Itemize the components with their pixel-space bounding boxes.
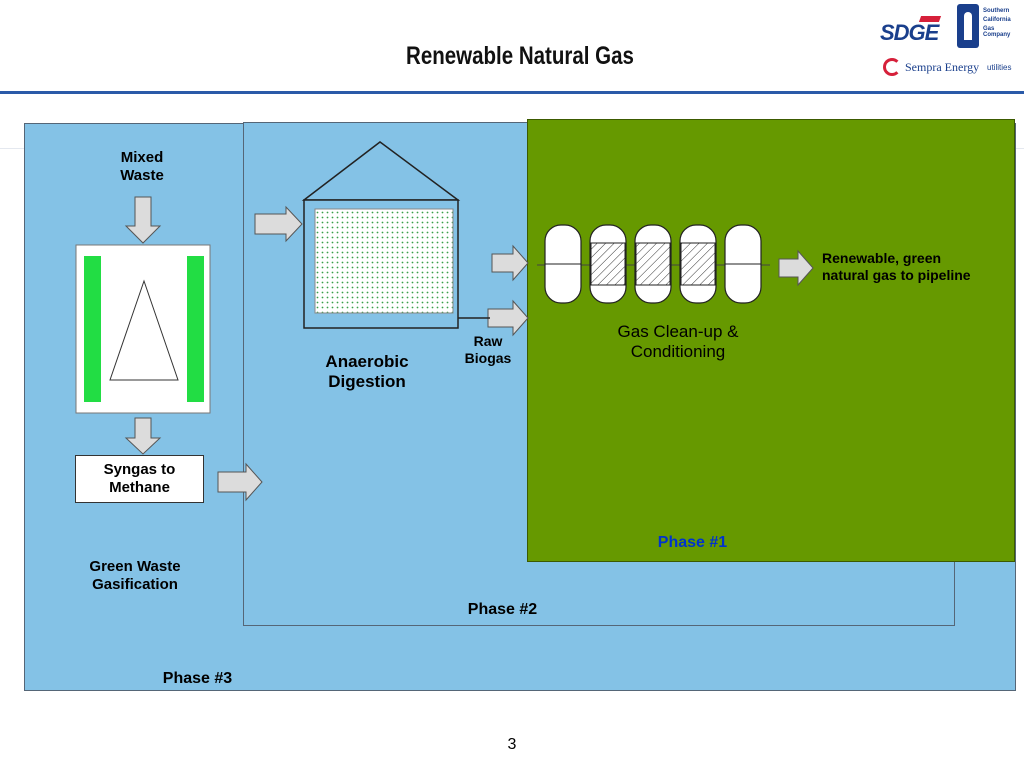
phase-1-label: Phase #1 xyxy=(657,534,728,551)
cleanup-label: Gas Clean-up & Conditioning xyxy=(583,322,773,362)
header-rule xyxy=(0,91,1024,94)
arrow-into-digester xyxy=(254,205,303,243)
gasifier-right-bar xyxy=(187,256,204,402)
digester-vessel xyxy=(301,141,461,329)
cleanup-vessels xyxy=(537,224,770,304)
cleanup-line-1: Gas Clean-up & xyxy=(617,322,739,341)
cleanup-line-2: Conditioning xyxy=(630,342,726,362)
raw-biogas-line-2: Biogas xyxy=(464,349,512,366)
syngas-box: Syngas to Methane xyxy=(75,455,204,503)
socal-line-3: Gas Company xyxy=(983,26,1011,38)
mixed-waste-line-2: Waste xyxy=(120,166,164,184)
socal-flame-inner xyxy=(964,12,972,40)
arrow-mixed-waste-down xyxy=(124,196,162,244)
syngas-line-1: Syngas to xyxy=(103,461,176,478)
sdge-logo: SDGE xyxy=(878,14,942,48)
green-waste-line-2: Gasification xyxy=(92,575,178,593)
raw-biogas-label: Raw Biogas xyxy=(452,333,524,366)
phase-1-panel xyxy=(527,119,1015,562)
pipeline-output-label: Renewable, green natural gas to pipeline xyxy=(822,250,1012,283)
cleanup-vessel-1 xyxy=(544,224,582,304)
arrow-gasifier-to-syngas xyxy=(124,417,162,455)
sdge-logo-text: SDGE xyxy=(880,20,939,45)
cleanup-vessel-3 xyxy=(634,224,672,304)
raw-biogas-line-1: Raw xyxy=(473,333,503,349)
cleanup-vessel-2 xyxy=(589,224,627,304)
anaerobic-line-1: Anaerobic xyxy=(325,352,409,371)
sempra-logo: Sempra Energy utilities xyxy=(883,56,1023,82)
syngas-line-2: Methane xyxy=(109,478,170,496)
mixed-waste-line-1: Mixed xyxy=(120,149,164,166)
mixed-waste-label: Mixed Waste xyxy=(92,149,192,184)
page-number: 3 xyxy=(507,736,517,753)
cleanup-vessel-4 xyxy=(679,224,717,304)
pipeline-output-line-2: natural gas to pipeline xyxy=(822,266,971,283)
socal-line-2: California xyxy=(983,17,1011,23)
digester-contents xyxy=(314,208,454,314)
arrow-biogas-top xyxy=(491,244,529,282)
gasifier-triangle xyxy=(109,279,179,381)
sempra-name: Sempra Energy xyxy=(905,60,980,74)
digester-roof xyxy=(301,141,461,201)
socal-gas-logo: Southern California Gas Company xyxy=(957,4,1023,50)
pipeline-output-line-1: Renewable, green xyxy=(822,250,942,266)
arrow-biogas-bottom xyxy=(487,299,529,337)
sempra-suffix: utilities xyxy=(987,63,1012,72)
arrow-to-pipeline xyxy=(778,249,814,287)
green-waste-label: Green Waste Gasification xyxy=(60,558,210,593)
phase-2-label: Phase #2 xyxy=(467,601,538,618)
anaerobic-label: Anaerobic Digestion xyxy=(300,352,434,392)
phase-3-label: Phase #3 xyxy=(162,670,233,687)
gasifier-left-bar xyxy=(84,256,101,402)
slide-title: Renewable Natural Gas xyxy=(406,42,634,70)
sempra-swirl-icon xyxy=(883,58,901,76)
gasifier-vessel xyxy=(75,244,211,414)
socal-line-1: Southern xyxy=(983,8,1010,14)
anaerobic-line-2: Digestion xyxy=(328,372,406,392)
green-waste-line-1: Green Waste xyxy=(89,558,181,575)
cleanup-vessel-5 xyxy=(724,224,762,304)
arrow-syngas-to-phase2 xyxy=(217,462,263,502)
